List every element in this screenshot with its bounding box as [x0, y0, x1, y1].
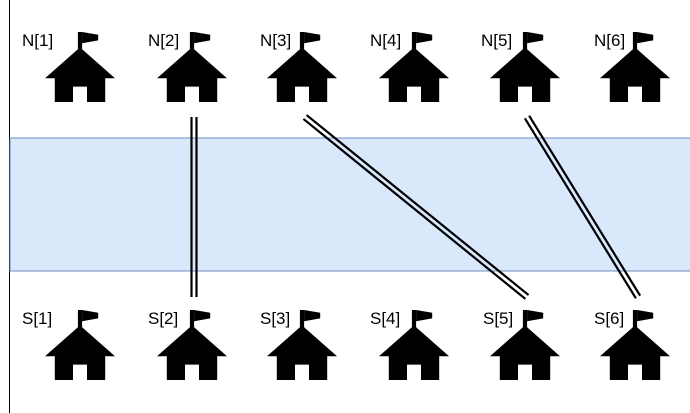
city-label: N[6] [594, 31, 625, 50]
bridge-rail [302, 118, 527, 300]
city-label: N[4] [370, 31, 401, 50]
bridge-rail [305, 114, 530, 296]
city-s4: S[4] [370, 309, 449, 380]
city-s2: S[2] [148, 309, 227, 380]
city-label: S[2] [148, 309, 178, 328]
city-s5: S[5] [483, 309, 560, 380]
bridge-n2-s2 [190, 117, 198, 297]
bridge-rail [523, 117, 637, 299]
city-label: N[2] [148, 31, 179, 50]
north-bank: N[1] N[2] N[3] N[4] N[5] N[6] [22, 31, 670, 102]
city-label: N[5] [481, 31, 512, 50]
city-s1: S[1] [22, 309, 115, 380]
city-label: N[3] [260, 31, 291, 50]
city-n2: N[2] [148, 31, 227, 102]
house-flag-icon [45, 32, 115, 102]
bridge-n5-s6 [523, 115, 642, 299]
river-band [9, 137, 690, 272]
bridge-n3-s5 [302, 114, 530, 300]
south-bank: S[1] S[2] S[3] S[4] S[5] S[6] [22, 309, 670, 380]
city-label: S[6] [594, 309, 624, 328]
city-s6: S[6] [594, 309, 670, 380]
city-label: S[1] [22, 309, 52, 328]
bridges-layer [190, 114, 642, 300]
city-label: S[5] [483, 309, 513, 328]
city-n6: N[6] [594, 31, 670, 102]
city-n1: N[1] [22, 31, 115, 102]
city-n3: N[3] [260, 31, 337, 102]
city-label: S[3] [260, 309, 290, 328]
house-flag-icon [45, 310, 115, 380]
city-label: N[1] [22, 31, 53, 50]
city-n5: N[5] [481, 31, 560, 102]
city-n4: N[4] [370, 31, 449, 102]
city-label: S[4] [370, 309, 400, 328]
bridge-rail [528, 115, 642, 297]
city-s3: S[3] [260, 309, 337, 380]
